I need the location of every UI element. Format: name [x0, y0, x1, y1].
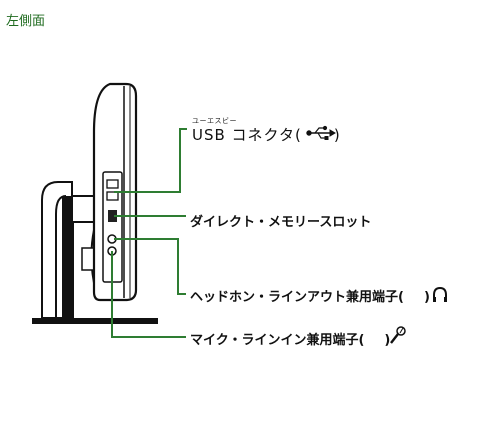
usb-port-2	[106, 191, 119, 201]
usb-connector-label: USB コネクタ()	[192, 124, 341, 145]
page-title: 左側面	[6, 14, 46, 29]
mic-close-paren: )	[384, 333, 391, 348]
mic-leader-line	[111, 251, 186, 338]
mic-linein-label: マイク・ラインイン兼用端子()	[190, 329, 390, 348]
direct-memory-slot-label: ダイレクト・メモリースロット	[190, 215, 372, 230]
rear-knob	[81, 247, 95, 271]
headphone-leader-line	[114, 238, 186, 295]
headphone-icon	[433, 286, 447, 302]
microphone-icon	[390, 326, 406, 344]
usb-close-paren: )	[333, 126, 341, 144]
usb-reading-ruby: ユーエスビー	[192, 117, 237, 125]
usb-leader-line	[114, 128, 187, 193]
usb-icon	[306, 125, 336, 140]
headphone-lineout-label: ヘッドホン・ラインアウト兼用端子()	[190, 286, 430, 305]
mic-text: マイク・ラインイン兼用端子(	[190, 333, 365, 348]
usb-port-1	[106, 179, 119, 189]
headphone-close-paren: )	[423, 290, 430, 305]
headphone-text: ヘッドホン・ラインアウト兼用端子(	[190, 290, 404, 305]
stand-base	[32, 318, 158, 324]
hinge	[71, 195, 95, 223]
card-slot	[108, 210, 117, 222]
usb-connector-text: USB コネクタ(	[192, 126, 302, 144]
